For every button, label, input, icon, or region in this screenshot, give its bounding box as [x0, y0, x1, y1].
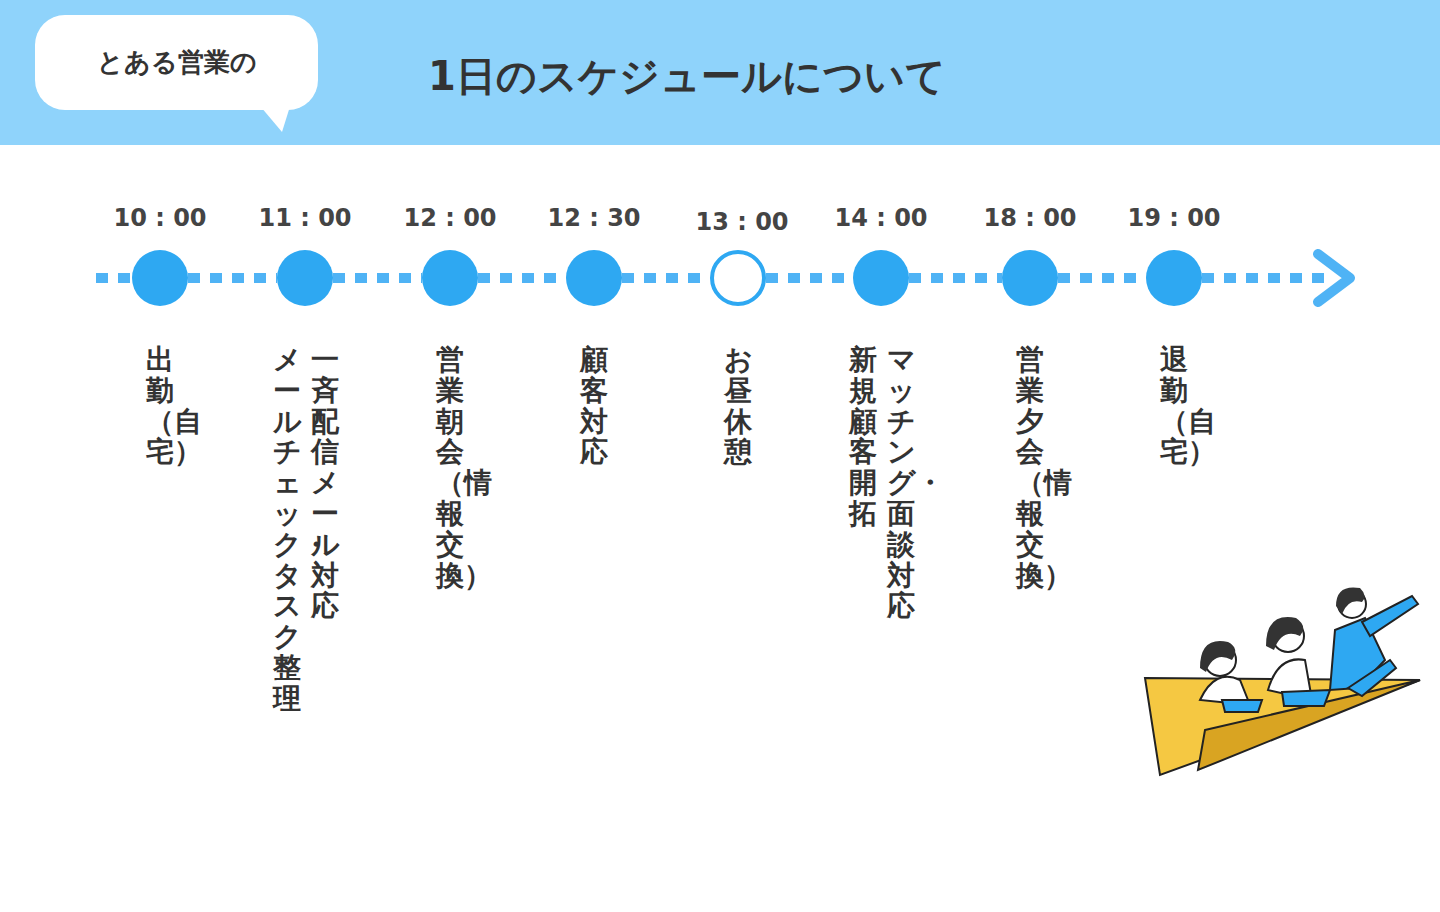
timeline-connector — [188, 273, 277, 283]
time-label: 13 : 00 — [677, 210, 807, 234]
timeline-connector — [622, 273, 710, 283]
activity-label: 一斉配信メール対応 — [311, 345, 339, 622]
time-label: 18 : 00 — [965, 206, 1095, 230]
activity-label: 新規顧客開拓 — [849, 345, 877, 530]
timeline-dot: 12 : 00営業朝会（情報交換） — [422, 250, 478, 306]
timeline-dot: 13 : 00お昼休憩 — [710, 250, 766, 306]
time-label: 12 : 00 — [385, 206, 515, 230]
activity-label: 営業夕会（情報交換） — [1016, 345, 1044, 591]
timeline-arrowhead — [1318, 254, 1350, 302]
activity-label: 営業朝会（情報交換） — [436, 345, 464, 591]
timeline-dot: 12 : 30顧客対応 — [566, 250, 622, 306]
timeline-connector — [909, 273, 1002, 283]
timeline-dot: 10 : 00出勤（自宅） — [132, 250, 188, 306]
timeline-end — [1202, 273, 1330, 283]
time-label: 14 : 00 — [816, 206, 946, 230]
activity-label: 顧客対応 — [580, 345, 608, 468]
timeline-dot: 11 : 00一斉配信メール対応メールチェック・タスク整理 — [277, 250, 333, 306]
timeline-connector — [766, 273, 853, 283]
activity-label: マッチング・面談対応 — [887, 345, 915, 622]
timeline-connector — [478, 273, 566, 283]
paper-plane-illustration — [1145, 587, 1420, 775]
timeline-connector — [333, 273, 422, 283]
time-label: 19 : 00 — [1109, 206, 1239, 230]
activity-label: メールチェック・タスク整理 — [273, 345, 301, 715]
time-label: 10 : 00 — [95, 206, 225, 230]
timeline-dot: 14 : 00マッチング・面談対応新規顧客開拓 — [853, 250, 909, 306]
time-label: 12 : 30 — [529, 206, 659, 230]
activity-label: 出勤（自宅） — [146, 345, 174, 468]
timeline-dot: 18 : 00営業夕会（情報交換） — [1002, 250, 1058, 306]
speech-bubble: とある営業の — [35, 15, 318, 110]
time-label: 11 : 00 — [240, 206, 370, 230]
timeline-dot: 19 : 00退勤（自宅） — [1146, 250, 1202, 306]
bubble-label: とある営業の — [97, 45, 257, 80]
activity-label: お昼休憩 — [724, 345, 752, 468]
activity-label: 退勤（自宅） — [1160, 345, 1188, 468]
timeline-connector — [1058, 273, 1146, 283]
timeline-start — [96, 273, 132, 283]
page-title: 1日のスケジュールについて — [428, 52, 946, 100]
